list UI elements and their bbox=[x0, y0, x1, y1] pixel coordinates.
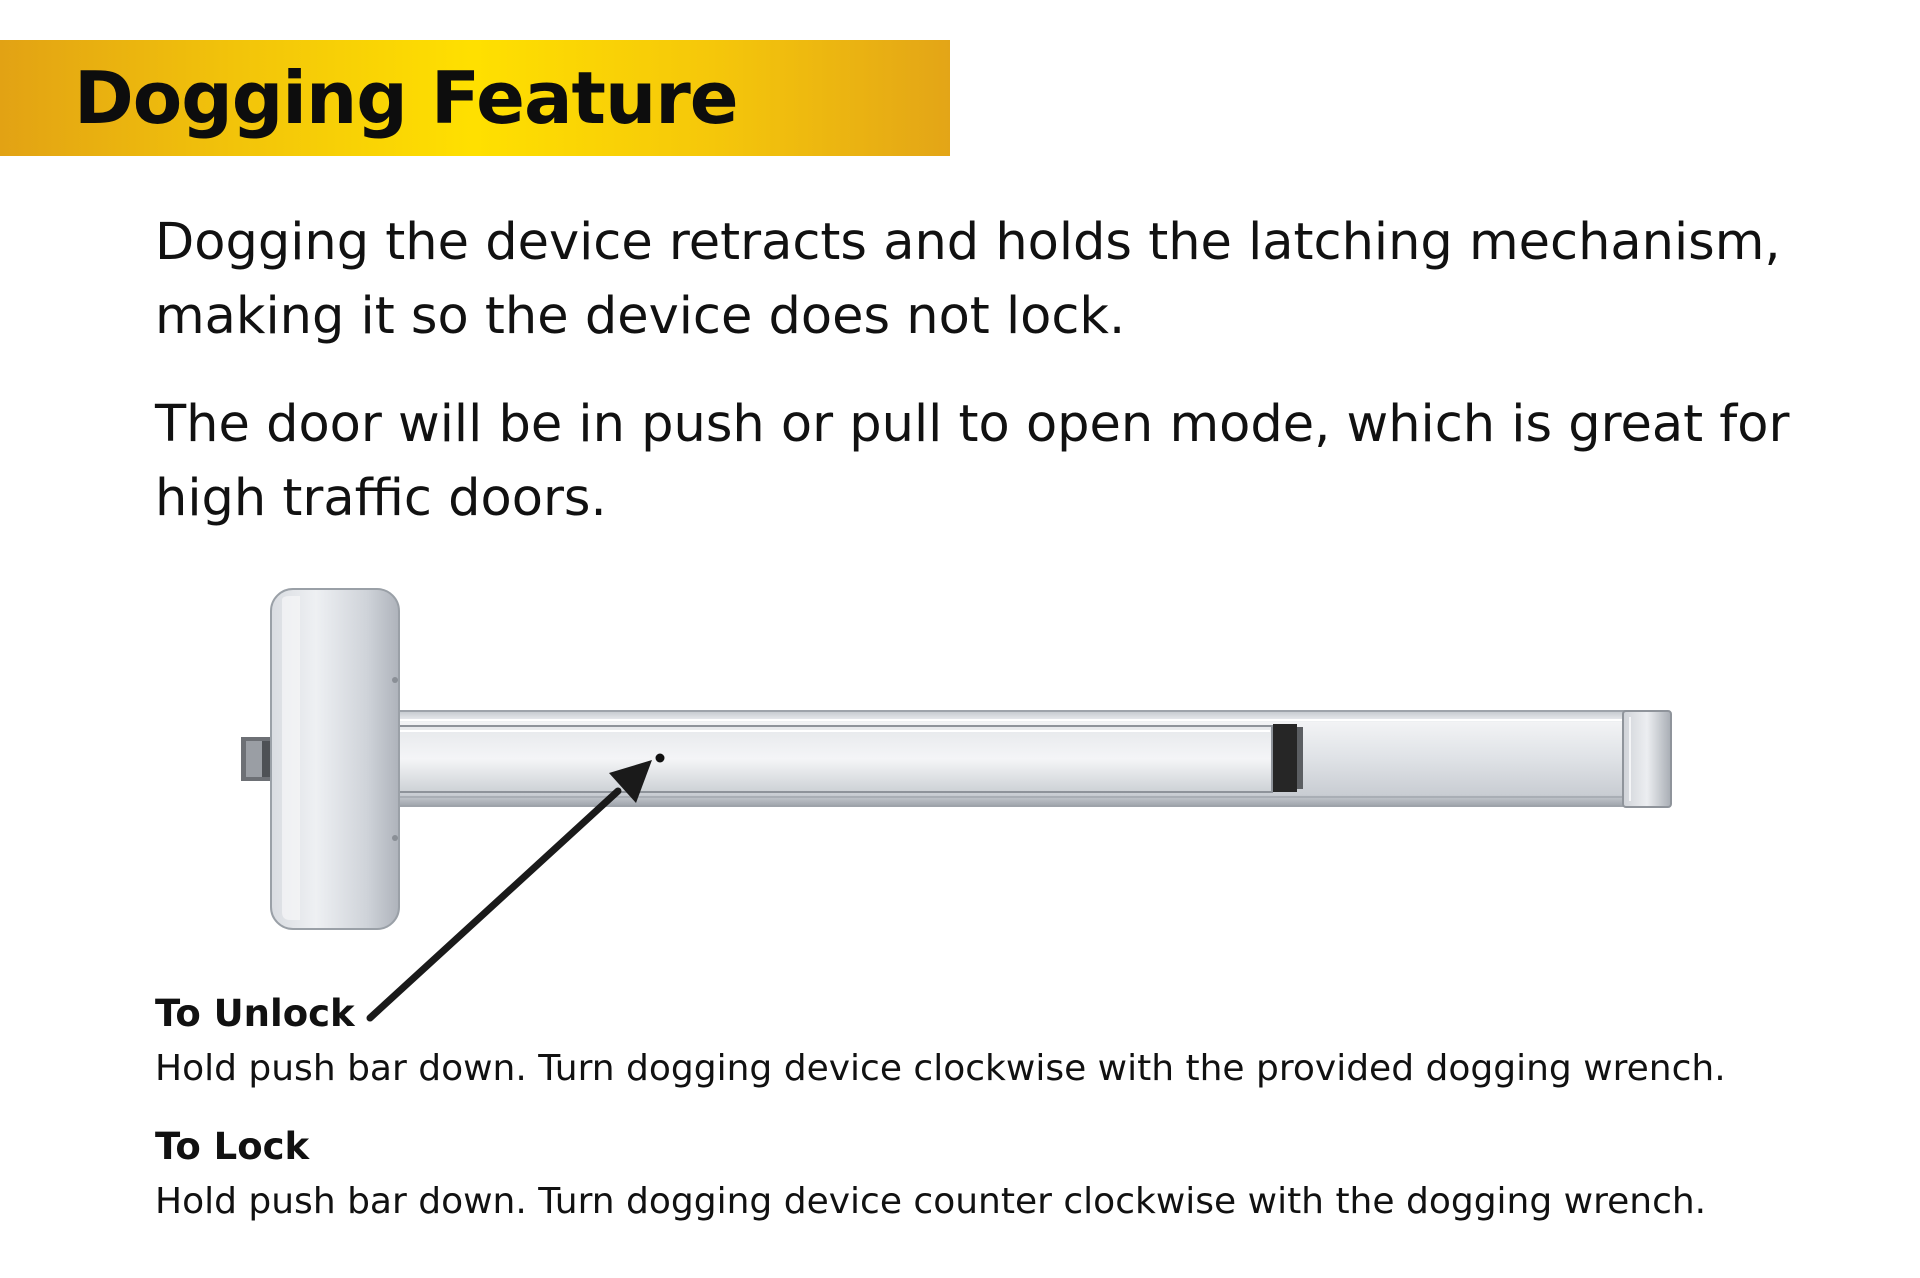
title-banner: Dogging Feature bbox=[0, 40, 950, 156]
intro-paragraph-1: Dogging the device retracts and holds th… bbox=[155, 213, 1781, 346]
lock-instructions: Hold push bar down. Turn dogging device … bbox=[155, 1181, 1707, 1222]
dogging-hole bbox=[655, 753, 665, 763]
unlock-heading: To Unlock bbox=[155, 992, 355, 1035]
arrow-icon bbox=[366, 760, 652, 1022]
lock-heading: To Lock bbox=[155, 1125, 310, 1168]
push-bar-right-end bbox=[1273, 724, 1297, 792]
unlock-instructions: Hold push bar down. Turn dogging device … bbox=[155, 1048, 1726, 1089]
push-bar-left-end bbox=[354, 727, 380, 793]
end-cap bbox=[1622, 710, 1672, 808]
intro-paragraph-2: The door will be in push or pull to open… bbox=[155, 395, 1790, 528]
push-bar bbox=[377, 725, 1273, 793]
latch-bolt bbox=[241, 737, 275, 781]
page-title: Dogging Feature bbox=[74, 56, 739, 140]
chassis-housing bbox=[270, 588, 400, 930]
device-rail bbox=[359, 710, 1664, 807]
